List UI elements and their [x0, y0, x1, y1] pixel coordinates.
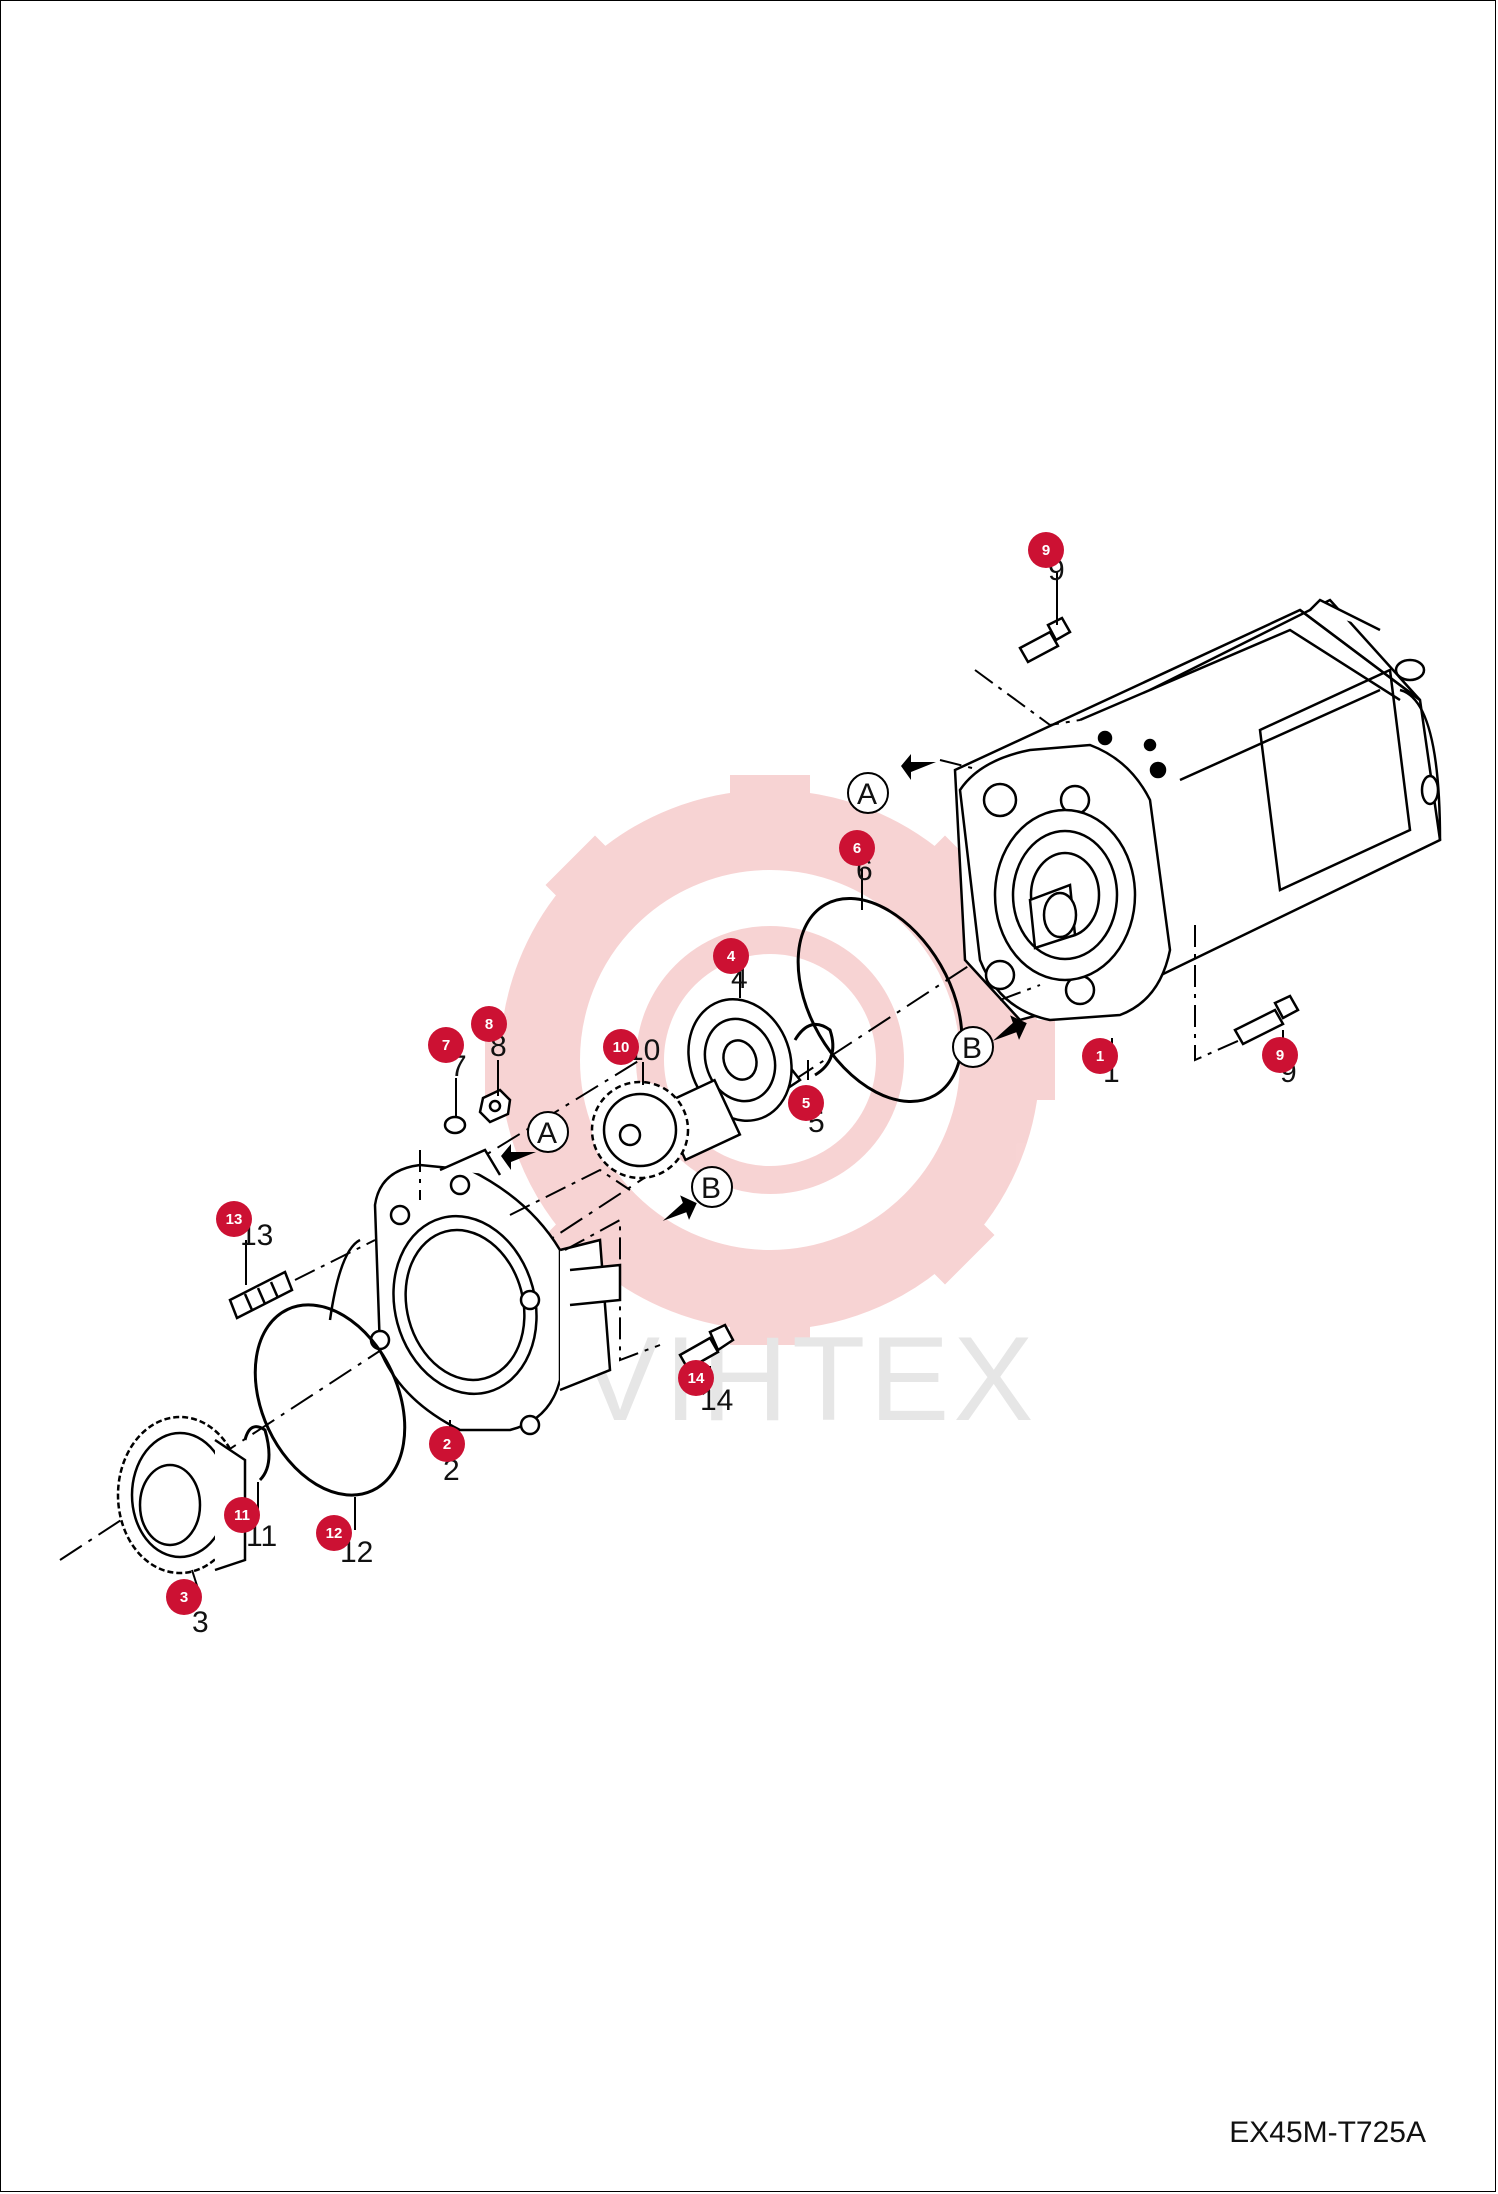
part-5-snap-ring	[793, 1022, 835, 1077]
part-10-pinion-gear	[590, 1078, 742, 1180]
drawing-code: EX45M-T725A	[1229, 2116, 1426, 2149]
badge-7: 7	[442, 1037, 450, 1054]
badge-11: 11	[234, 1507, 250, 1524]
part-1-pump-housing	[953, 598, 1442, 1022]
badge-8: 8	[485, 1016, 493, 1033]
badge-3: 3	[180, 1589, 188, 1606]
connector-b-upper: B	[962, 1032, 982, 1065]
badge-14: 14	[688, 1370, 705, 1387]
part-3-large-gear	[116, 1415, 247, 1575]
part-9-right-bolt	[1233, 994, 1300, 1046]
callout-number-2: 2	[443, 1454, 460, 1487]
callout-number-3: 3	[192, 1606, 209, 1639]
part-7-washer	[443, 1115, 467, 1135]
badge-9-top: 9	[1042, 542, 1050, 559]
part-13-stud	[228, 1270, 294, 1320]
part-11-snap-ring	[243, 1425, 271, 1482]
connector-a-upper: A	[857, 778, 877, 811]
badge-10: 10	[613, 1039, 630, 1056]
badge-2: 2	[443, 1436, 451, 1453]
part-4-bearing	[687, 998, 802, 1122]
watermark-gear-icon	[485, 775, 1055, 1345]
part-8-nut	[478, 1088, 512, 1124]
connector-b-lower: B	[701, 1172, 721, 1205]
part-9-upper-bolt	[1018, 616, 1072, 664]
connector-a-lower: A	[537, 1117, 557, 1150]
watermark-text: VIHTEX	[580, 1312, 1037, 1446]
part-12-o-ring	[253, 1303, 407, 1497]
badge-9-right: 9	[1276, 1047, 1284, 1064]
badge-1: 1	[1096, 1048, 1104, 1065]
badge-5: 5	[802, 1095, 810, 1112]
badge-12: 12	[326, 1525, 343, 1542]
part-6-o-ring	[796, 897, 964, 1103]
badge-4: 4	[727, 948, 736, 965]
badge-6: 6	[853, 840, 861, 857]
part-2-adapter-flange	[328, 1148, 622, 1436]
badge-13: 13	[226, 1211, 243, 1228]
